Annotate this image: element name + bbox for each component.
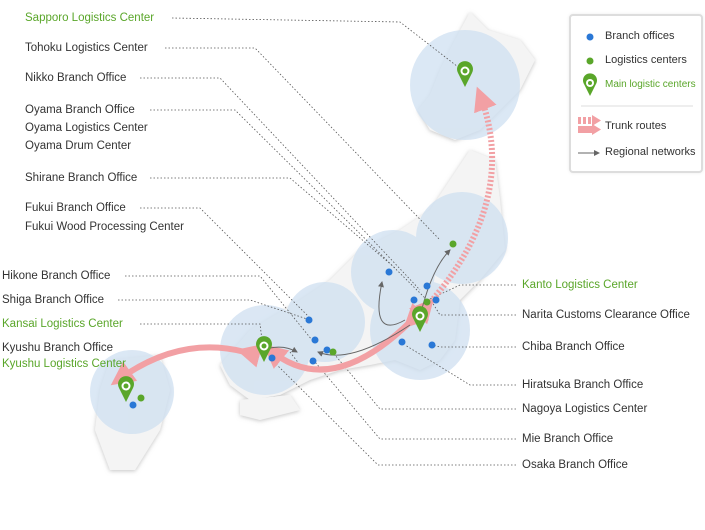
label-oyama-branch-office: Oyama Branch Office [25,104,135,116]
trunk-route-icon [578,115,601,135]
label-kansai-logistics-center: Kansai Logistics Center [2,318,123,330]
legend-trunk-routes: Trunk routes [605,120,667,132]
label-fukui-wood-processing-center: Fukui Wood Processing Center [25,221,184,233]
legend: Branch offices Logistics centers Main lo… [569,14,703,173]
legend-icons [578,33,693,156]
main-logistic-center-pins [118,61,473,402]
label-kanto-logistics-center: Kanto Logistics Center [522,279,638,291]
label-chiba-branch-office: Chiba Branch Office [522,341,625,353]
label-oyama-drum-center: Oyama Drum Center [25,140,132,152]
label-sapporo-logistics-center: Sapporo Logistics Center [25,12,155,24]
legend-main-logistic-centers: Main logistic centers [605,79,696,90]
label-hiratsuka-branch-office: Hiratsuka Branch Office [522,379,644,391]
branch-office-dots [129,268,440,409]
label-narita-customs-clearance-office: Narita Customs Clearance Office [522,309,690,321]
legend-logistics-centers: Logistics centers [605,54,687,66]
label-kyushu-branch-office: Kyushu Branch Office [2,342,114,354]
label-oyama-logistics-center: Oyama Logistics Center [25,122,148,134]
label-tohoku-logistics-center: Tohoku Logistics Center [25,42,148,54]
logistics-center-dots [137,240,457,402]
trunk-routes [110,86,497,386]
label-mie-branch-office: Mie Branch Office [522,433,614,445]
label-nikko-branch-office: Nikko Branch Office [25,72,127,84]
label-shirane-branch-office: Shirane Branch Office [25,172,138,184]
branch-dot-icon [586,33,594,41]
label-hikone-branch-office: Hikone Branch Office [2,270,111,282]
label-fukui-branch-office: Fukui Branch Office [25,202,126,214]
legend-regional-networks: Regional networks [605,146,696,158]
logistics-dot-icon [586,57,594,65]
label-osaka-branch-office: Osaka Branch Office [522,459,628,471]
label-kyushu-logistics-center: Kyushu Logistics Center [2,358,127,370]
main-pin-icon [583,73,597,96]
label-shiga-branch-office: Shiga Branch Office [2,294,105,306]
label-nagoya-logistics-center: Nagoya Logistics Center [522,403,648,415]
legend-branch-offices: Branch offices [605,30,675,42]
